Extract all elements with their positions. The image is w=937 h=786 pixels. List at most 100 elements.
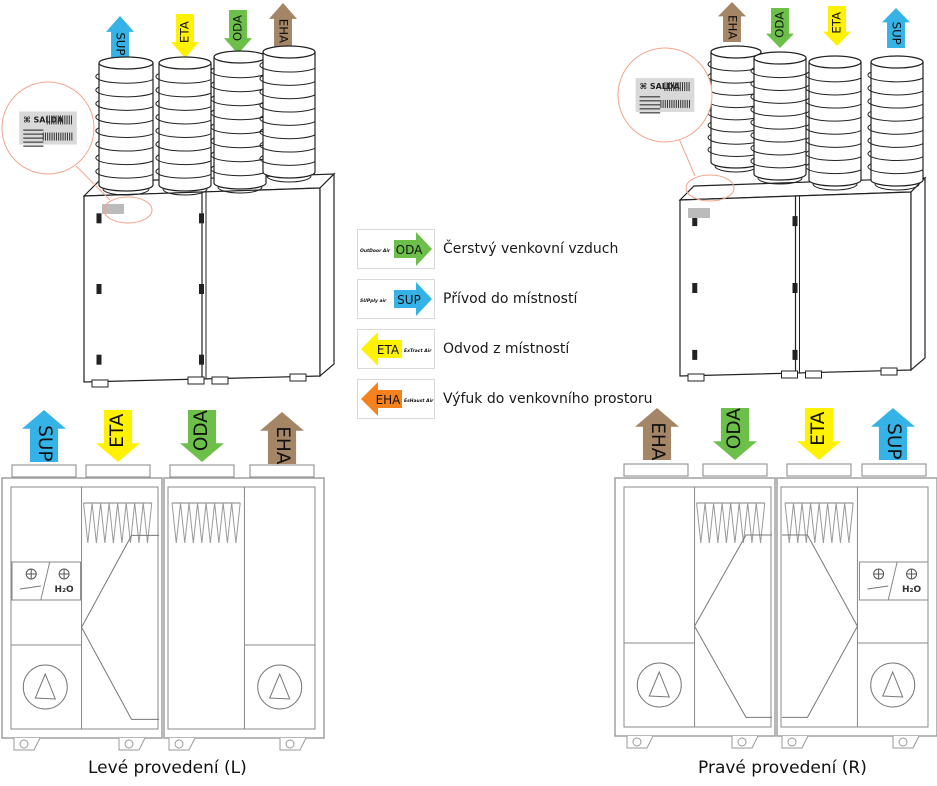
duct-ring bbox=[155, 113, 212, 125]
duct-ring bbox=[155, 154, 212, 166]
duct-rim bbox=[262, 45, 316, 59]
duct-ring bbox=[867, 137, 924, 148]
hinge bbox=[199, 284, 204, 294]
duct-ring bbox=[805, 150, 862, 161]
foot-hole bbox=[174, 739, 184, 749]
barcode-bar bbox=[64, 115, 66, 125]
duct-ring bbox=[750, 106, 807, 117]
duct-ring bbox=[210, 165, 267, 177]
airflow-arrow-eha-icon: EHA bbox=[269, 3, 297, 47]
arrow-shape bbox=[96, 410, 140, 462]
foot bbox=[289, 373, 307, 382]
arrow-label: ODA bbox=[724, 408, 745, 449]
duct-ring bbox=[805, 163, 862, 175]
foot bbox=[91, 379, 109, 388]
filter-icon bbox=[784, 502, 854, 544]
nameplate-text-line bbox=[639, 96, 661, 98]
foot bbox=[13, 737, 41, 751]
foot bbox=[687, 373, 705, 382]
duct-rim bbox=[158, 56, 212, 70]
barcode-bar bbox=[684, 82, 686, 92]
arrow-code: SUP bbox=[397, 293, 421, 307]
barcode-bar bbox=[686, 99, 688, 108]
box bbox=[11, 561, 82, 601]
barcode-bar bbox=[57, 115, 59, 125]
fan-triangle bbox=[34, 672, 57, 700]
nameplate-callout: ⌘ SALDA bbox=[1, 81, 153, 224]
duct-ring bbox=[155, 86, 212, 98]
barcode-bar bbox=[58, 132, 60, 141]
duct-connector bbox=[750, 51, 807, 185]
airflow-arrow-eta-icon: ETA bbox=[797, 408, 841, 460]
duct-connector bbox=[95, 56, 154, 196]
barcode-bar bbox=[68, 115, 70, 125]
arrow-shape bbox=[718, 2, 746, 42]
airflow-sup-arrow-icon: SUP SUPply air bbox=[360, 282, 432, 316]
barcode-bar bbox=[677, 82, 679, 92]
duct-collar bbox=[217, 186, 263, 194]
arrow-subtitle: SUPply air bbox=[360, 298, 387, 304]
barcode-bar bbox=[684, 99, 686, 108]
arrow-label: ETA bbox=[808, 411, 829, 446]
barcode-bar bbox=[55, 115, 57, 125]
foot bbox=[279, 737, 307, 751]
foot bbox=[731, 735, 759, 749]
nameplate-text-line bbox=[639, 108, 661, 110]
duct-ring bbox=[750, 131, 807, 143]
barcode-bar bbox=[675, 99, 677, 108]
duct-ring bbox=[95, 86, 154, 98]
arrow-shape bbox=[797, 408, 841, 460]
airflow-arrow-eha-icon: EHA bbox=[635, 408, 679, 461]
duct-ring bbox=[155, 100, 212, 111]
heat-exchanger bbox=[693, 534, 859, 718]
duct-ring bbox=[210, 137, 267, 149]
arrow-shape bbox=[106, 16, 134, 60]
duct-stub bbox=[786, 463, 852, 477]
hinge bbox=[792, 349, 798, 360]
arrow-shape bbox=[394, 282, 432, 316]
airflow-arrow-oda-icon: ODA bbox=[180, 410, 224, 462]
exchanger-edge bbox=[693, 534, 772, 718]
duct-ring bbox=[259, 75, 316, 86]
nameplate-text-line bbox=[23, 141, 44, 143]
foot-hole bbox=[787, 737, 797, 747]
duct-ring bbox=[95, 167, 154, 179]
duct-ring bbox=[95, 127, 154, 138]
arrow-shape bbox=[224, 10, 252, 54]
hinge bbox=[792, 283, 798, 293]
duct-stub bbox=[169, 464, 235, 478]
legend-swatch: SUP SUPply air bbox=[357, 279, 435, 319]
duct-ring bbox=[210, 95, 267, 107]
legend-description: Přívod do místností bbox=[443, 291, 578, 307]
callout-origin bbox=[103, 196, 153, 224]
unit-front-schematic-right: H₂O bbox=[614, 477, 937, 749]
arrow-label: EHA bbox=[726, 15, 740, 39]
fan-icon bbox=[22, 664, 68, 710]
arrow-subtitle: ExTract Air bbox=[404, 348, 432, 354]
duct-connector bbox=[210, 50, 267, 194]
nameplate-small bbox=[102, 204, 124, 214]
unit-front-schematic-left: H₂O bbox=[1, 477, 325, 751]
barcode-bar bbox=[686, 82, 688, 92]
panel bbox=[167, 486, 316, 730]
callout-line bbox=[676, 133, 696, 177]
heater-connection-box: H₂O bbox=[11, 561, 82, 601]
duct-stub bbox=[702, 463, 768, 477]
duct-ring bbox=[750, 118, 807, 130]
barcode-bar bbox=[673, 99, 675, 108]
duct-ring bbox=[867, 150, 924, 161]
heater-connection-box: H₂O bbox=[858, 561, 929, 601]
barcode-bar bbox=[666, 99, 668, 108]
arrow-code: EHA bbox=[376, 393, 402, 407]
airflow-arrow-sup-icon: SUP bbox=[871, 408, 915, 460]
barcode-bar bbox=[71, 132, 73, 141]
foot bbox=[118, 737, 146, 751]
arrow-label: ODA bbox=[191, 410, 212, 451]
arrow-label: EHA bbox=[277, 19, 291, 43]
arrow-label: ETA bbox=[107, 413, 128, 448]
barcode-bar bbox=[669, 99, 671, 108]
callout-line bbox=[75, 165, 111, 201]
duct-ring bbox=[95, 113, 154, 125]
duct-ring bbox=[805, 137, 862, 148]
